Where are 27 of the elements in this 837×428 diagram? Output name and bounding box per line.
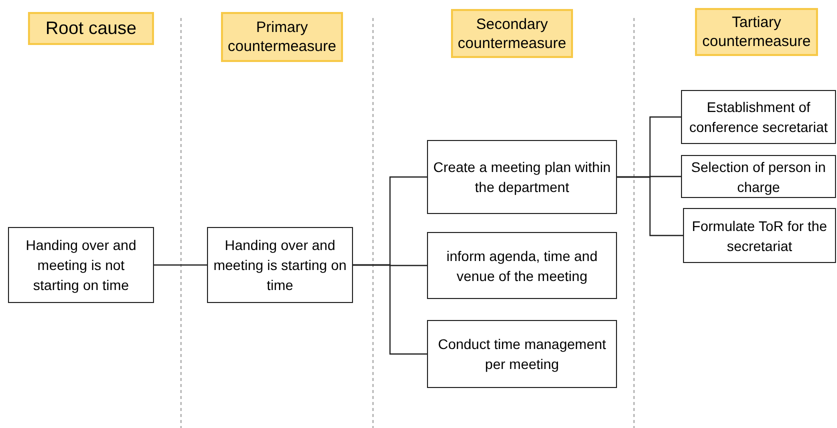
node-text: Formulate ToR for the secretariat [690,216,828,256]
node-text: Handing over and meeting is not starting on time [24,236,138,295]
process-box [427,140,617,214]
node-text: inform agenda, time and venue of the meeting [446,246,598,286]
node-text: Primary countermeasure [226,18,338,56]
process-box [683,208,836,263]
process-box [8,227,154,303]
connector-line [154,264,207,266]
node-text: Root cause [45,19,137,38]
node-text: Selection of person in charge [690,158,827,196]
process-box [207,227,353,303]
process-box [681,90,836,144]
connector-line [353,264,427,355]
column-header [28,12,154,45]
process-box [681,155,836,198]
process-box [427,320,617,388]
node-text: Handing over and meeting is starting on time [212,236,348,295]
node-text: Secondary countermeasure [456,14,568,52]
node-text: Conduct time management per meeting [436,335,608,374]
column-header [451,9,573,58]
node-text: Establishment of conference secretariat [688,98,829,137]
node-text: Tartiary countermeasure [701,13,812,51]
column-header [221,12,343,62]
column-header [695,8,818,56]
process-box [427,232,617,299]
node-text: Create a meeting plan within the department [432,158,612,197]
connector-line [617,176,683,236]
